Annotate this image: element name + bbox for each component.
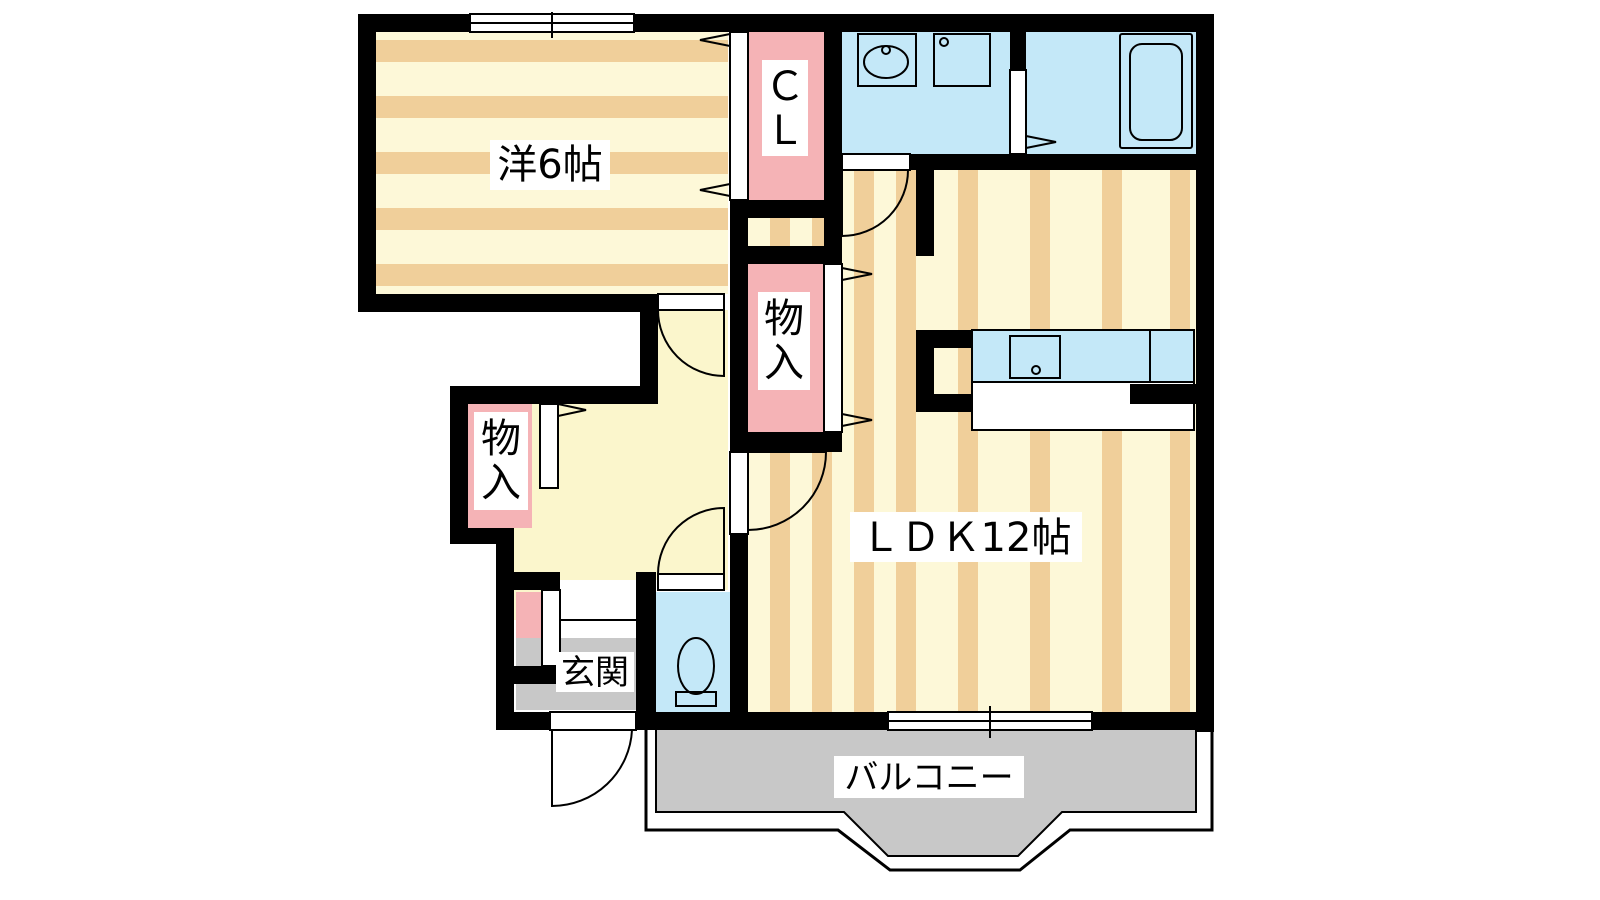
kitchen-counter <box>971 329 1195 431</box>
door-frames <box>539 31 1027 667</box>
doors <box>549 33 1057 808</box>
window-top <box>469 12 635 38</box>
closet-label-bg <box>762 60 808 156</box>
entrance-label-bg <box>556 652 634 692</box>
western-room-label: 洋6帖 <box>497 142 602 188</box>
balcony-label-bg <box>834 756 1024 798</box>
toilet <box>675 637 717 707</box>
washing-machine-space <box>933 33 991 87</box>
window-balcony <box>887 706 1093 738</box>
western-room-floor <box>376 32 728 294</box>
hallway-floor <box>514 310 728 620</box>
washbasin <box>857 33 917 87</box>
storage-upper-label: 物入 <box>764 296 804 386</box>
balcony-label: バルコニー <box>844 758 1013 798</box>
storage-upper-label-bg <box>758 292 810 390</box>
entrance-label: 玄関 <box>561 653 629 693</box>
closet-label: ＣＬ <box>765 64 805 154</box>
bathtub <box>1119 33 1193 149</box>
balcony-railing <box>644 730 1214 872</box>
ldk-label: ＬＤＫ12帖 <box>861 515 1072 561</box>
bathroom-floor <box>1026 32 1198 154</box>
storage-lower-label: 物入 <box>481 416 521 506</box>
ldk-label-bg <box>850 512 1082 562</box>
storage-lower-label-bg <box>474 412 528 510</box>
western-room-label-bg <box>490 140 610 190</box>
washroom-floor <box>842 32 1010 154</box>
